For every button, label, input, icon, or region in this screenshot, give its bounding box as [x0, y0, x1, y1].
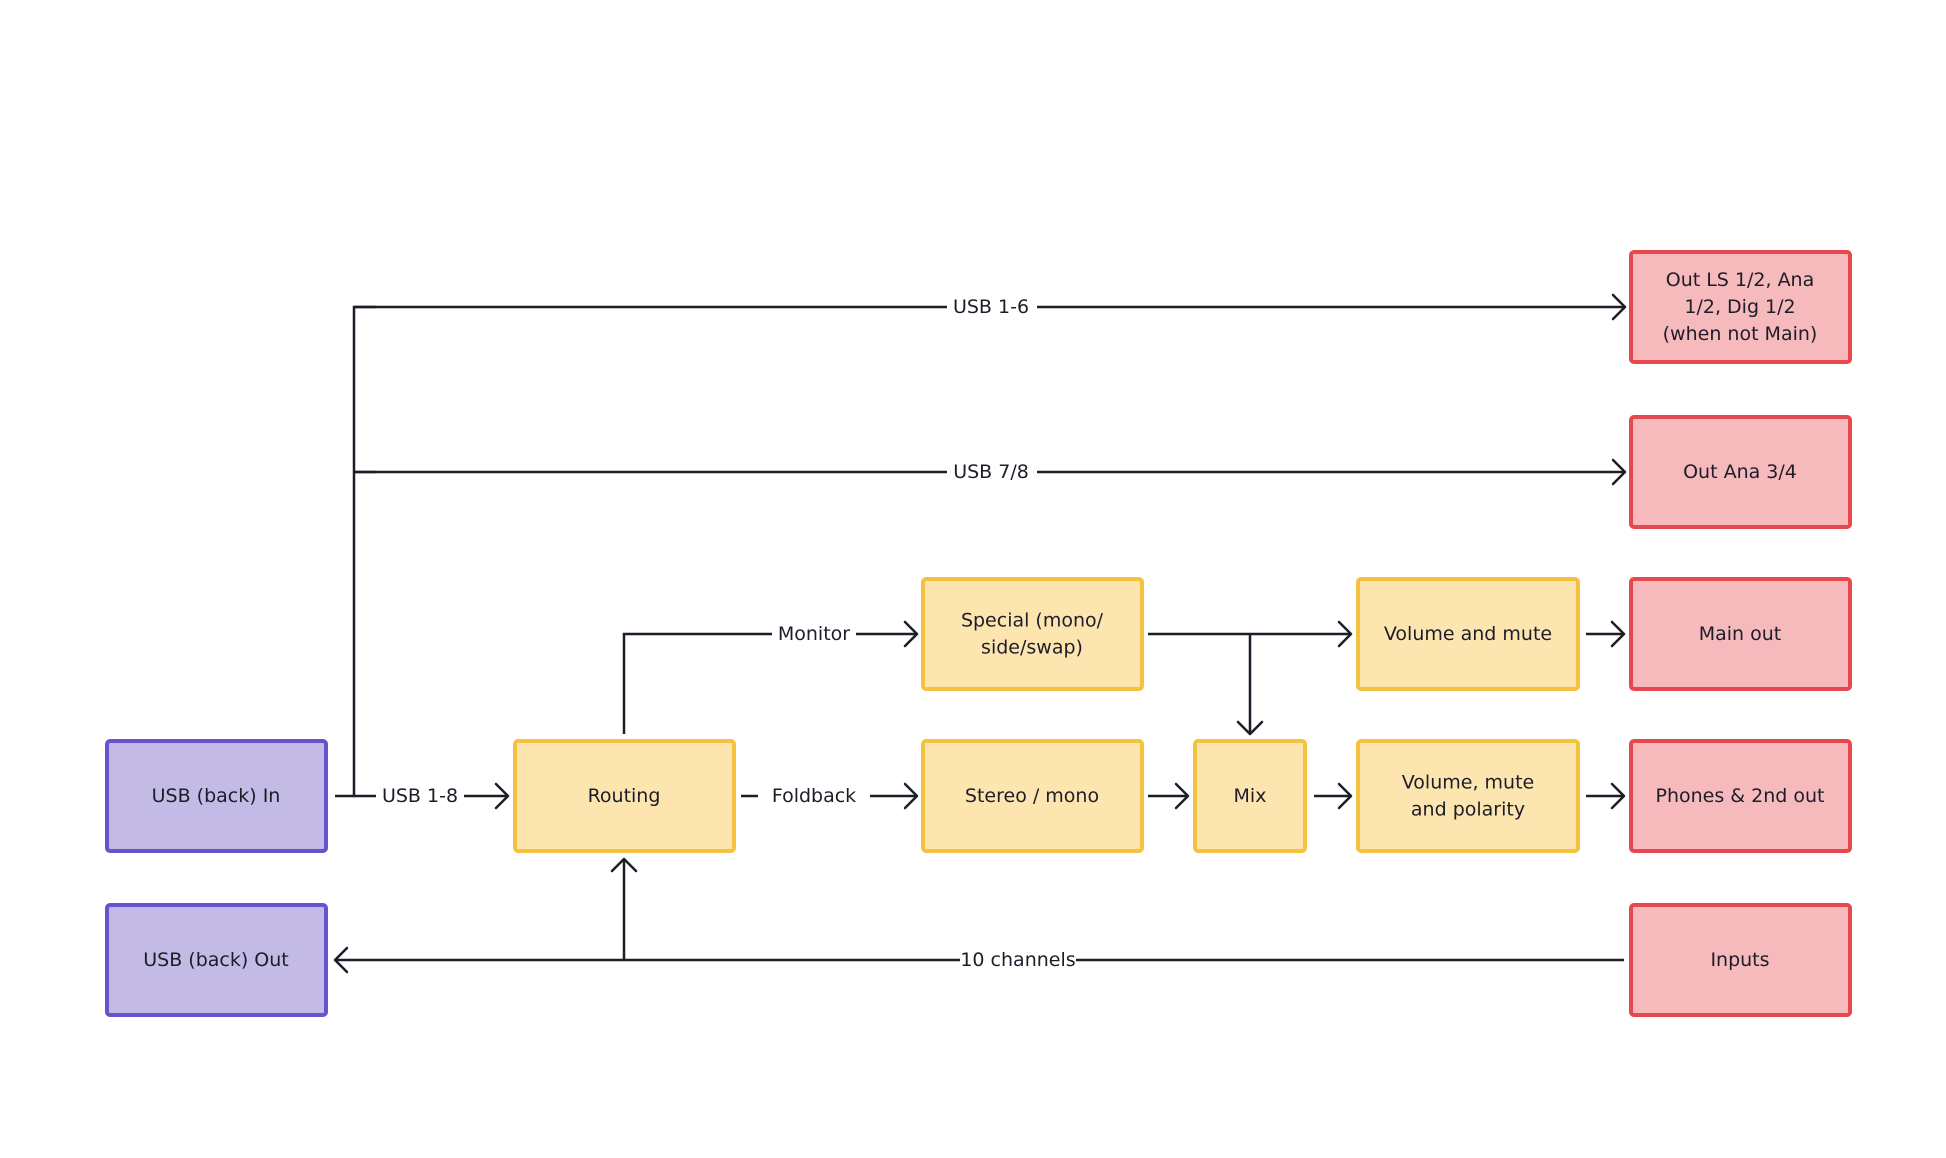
svg-text:Monitor: Monitor [778, 623, 850, 645]
node-out-ana-3-4: Out Ana 3/4 [1629, 415, 1852, 529]
arrowhead [494, 782, 510, 810]
node-label-line: Stereo / mono [965, 785, 1099, 807]
edge-stereo-to-mix [1148, 782, 1190, 810]
edge-usb-in-trunk [335, 305, 376, 798]
arrowhead [610, 857, 638, 873]
node-usb-back-out: USB (back) Out [105, 903, 328, 1017]
node-label-line: Inputs [1710, 949, 1769, 971]
node-out-ls: Out LS 1/2, Ana 1/2, Dig 1/2 (when not Mai… [1629, 250, 1852, 364]
node-label-line: side/swap) [981, 637, 1083, 659]
node-label-line: Main out [1699, 623, 1782, 645]
edge-label-usb-1-6: USB 1-6 [947, 292, 1037, 322]
node-special: Special (mono/side/swap) [921, 577, 1144, 691]
node-label-line: Special (mono/ [961, 610, 1104, 632]
node-volume-mute-polarity: Volume, mute and polarity [1356, 739, 1580, 853]
arrowhead [1174, 782, 1190, 810]
arrowhead [1611, 293, 1627, 321]
svg-text:USB 7/8: USB 7/8 [953, 461, 1029, 483]
svg-text:Foldback: Foldback [772, 785, 856, 807]
node-label-line: Volume and mute [1384, 623, 1552, 645]
svg-text:10 channels: 10 channels [960, 949, 1075, 971]
arrowhead [1611, 458, 1627, 486]
node-label-line: USB (back) Out [143, 949, 289, 971]
arrowhead [1610, 620, 1626, 648]
node-stereo-mono: Stereo / mono [921, 739, 1144, 853]
edge-to-phones [1586, 782, 1626, 810]
arrowhead [1337, 620, 1353, 648]
arrowhead [1610, 782, 1626, 810]
edge-label-ten-channels: 10 channels [960, 945, 1076, 975]
node-label-line: Volume, mute [1402, 772, 1534, 794]
node-label-line: 1/2, Dig 1/2 [1684, 296, 1795, 318]
edge-label-usb-7-8: USB 7/8 [947, 457, 1037, 487]
svg-text:USB 1-6: USB 1-6 [953, 296, 1029, 318]
edge-to-main-out [1586, 620, 1626, 648]
edge-monitor [622, 620, 919, 734]
edge-special-to-volume [1148, 620, 1353, 736]
node-label-line: (when not Main) [1663, 323, 1818, 345]
arrowhead [1337, 782, 1353, 810]
node-main-out: Main out [1629, 577, 1852, 691]
node-label-line: USB (back) In [152, 785, 281, 807]
arrowhead [1236, 720, 1264, 736]
node-label-line: Routing [588, 785, 661, 807]
arrowhead [903, 620, 919, 648]
node-label-line: and polarity [1411, 799, 1525, 821]
node-routing: Routing [513, 739, 736, 853]
node-label-line: Mix [1234, 785, 1267, 807]
svg-text:USB 1-8: USB 1-8 [382, 785, 458, 807]
node-phones-2nd-out: Phones & 2nd out [1629, 739, 1852, 853]
node-mix: Mix [1193, 739, 1307, 853]
edge-mix-to-volume [1314, 782, 1353, 810]
edge-label-monitor: Monitor [772, 619, 856, 649]
node-label-line: Out LS 1/2, Ana [1666, 269, 1815, 291]
node-label-line: Phones & 2nd out [1656, 785, 1825, 807]
node-volume-and-mute: Volume and mute [1356, 577, 1580, 691]
arrowhead [333, 946, 349, 974]
node-usb-back-in: USB (back) In [105, 739, 328, 853]
edge-label-foldback: Foldback [758, 781, 870, 811]
edge-label-usb-1-8: USB 1-8 [376, 781, 464, 811]
arrowhead [903, 782, 919, 810]
node-label-line: Out Ana 3/4 [1683, 461, 1797, 483]
node-inputs: Inputs [1629, 903, 1852, 1017]
